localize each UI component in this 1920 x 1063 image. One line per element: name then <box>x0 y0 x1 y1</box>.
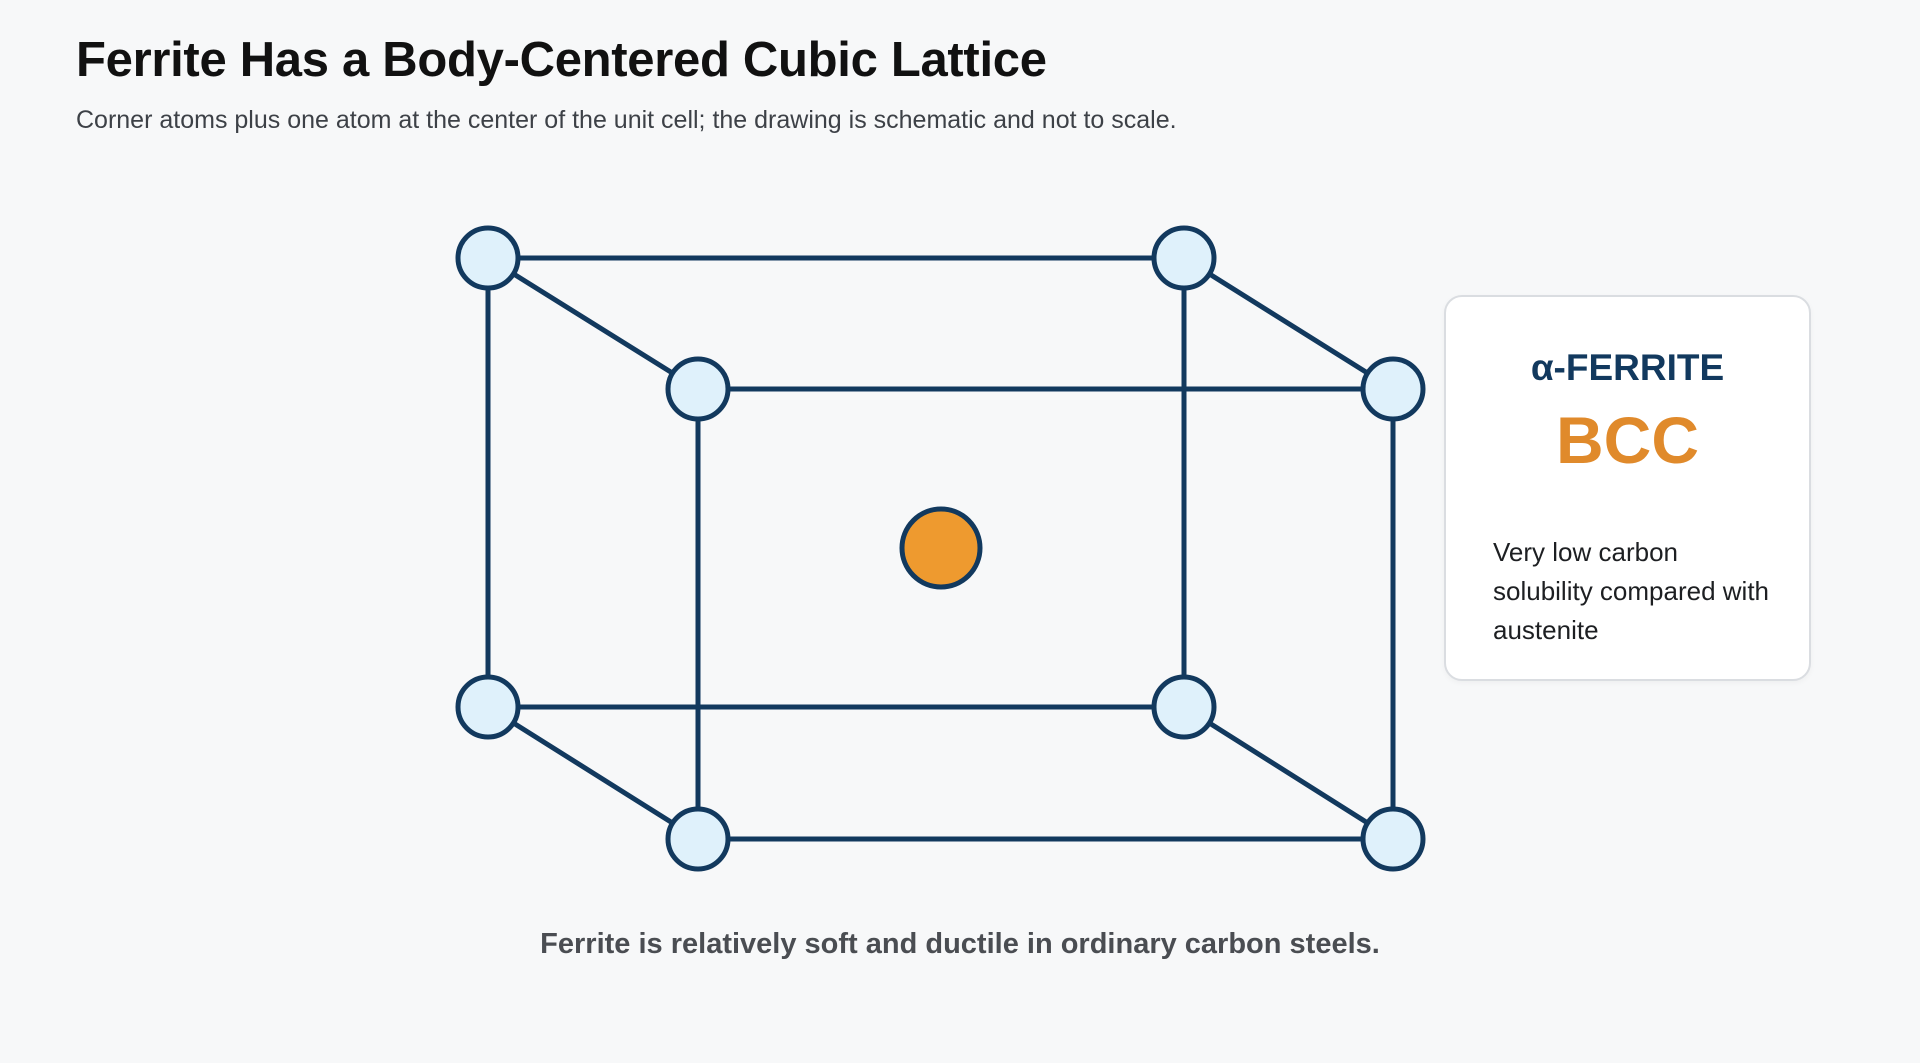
phase-label: α-FERRITE <box>1530 347 1725 388</box>
body-center-atom <box>899 506 983 590</box>
corner-atom-back-top-right <box>1151 225 1217 291</box>
corner-atom-front-bottom-left <box>665 806 731 872</box>
phase-info-card: α-FERRITE BCC Very low carbon solubility… <box>1444 295 1811 681</box>
page-title: Ferrite Has a Body-Centered Cubic Lattic… <box>76 33 1047 87</box>
edge-connect-top-right <box>1181 255 1396 392</box>
crystal-structure-label: BCC <box>1556 403 1699 477</box>
corner-atom-front-top-left <box>665 356 731 422</box>
corner-atom-back-top-left <box>455 225 521 291</box>
corner-atom-back-bottom-left <box>455 674 521 740</box>
edge-connect-bottom-right <box>1181 704 1396 842</box>
carbon-solubility-note: Very low carbon solubility compared with… <box>1493 537 1770 645</box>
edge-connect-bottom-left <box>485 704 701 842</box>
page-subtitle: Corner atoms plus one atom at the center… <box>76 106 1177 134</box>
edge-connect-top-left <box>485 255 701 392</box>
corner-atom-back-bottom-right <box>1151 674 1217 740</box>
corner-atom-front-bottom-right <box>1360 806 1426 872</box>
bottom-caption: Ferrite is relatively soft and ductile i… <box>540 928 1380 960</box>
corner-atom-front-top-right <box>1360 356 1426 422</box>
